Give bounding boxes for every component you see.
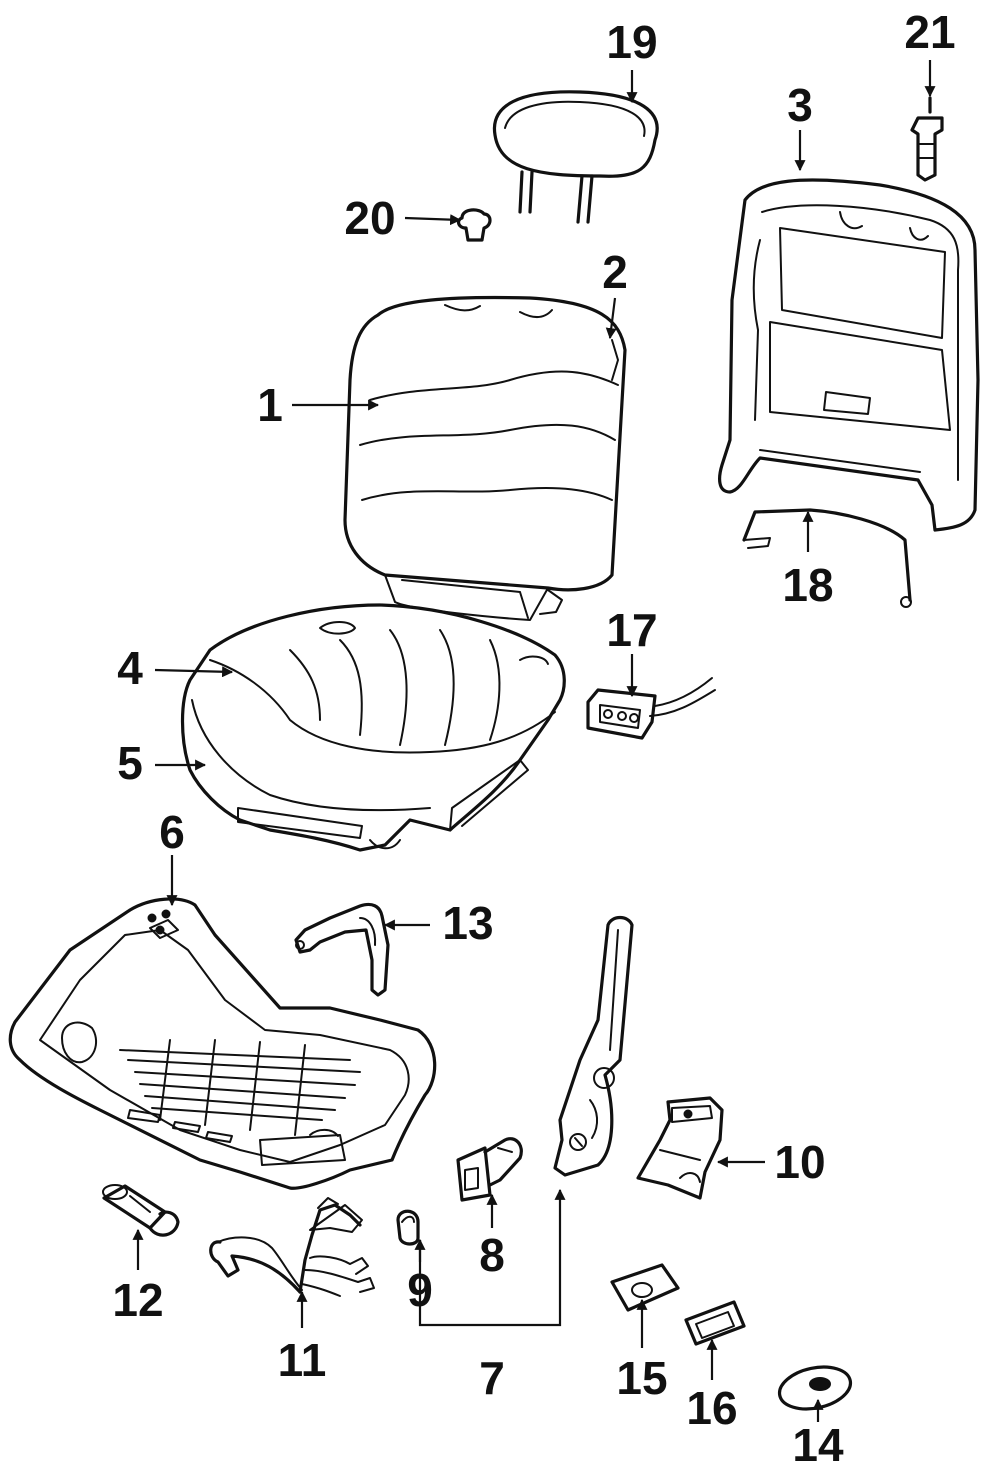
callout-11: 11: [278, 1334, 327, 1386]
part-cable-bracket[interactable]: [294, 902, 390, 997]
part-seat-frame[interactable]: [8, 897, 437, 1190]
callout-13: 13: [442, 897, 493, 949]
part-seatback-cushion[interactable]: [343, 295, 627, 621]
callout-2: 2: [602, 246, 628, 298]
part-sensor[interactable]: [102, 1184, 180, 1237]
callout-7: 7: [479, 1352, 505, 1404]
part-seatback-frame[interactable]: [718, 178, 980, 532]
callout-15: 15: [616, 1352, 667, 1404]
callout-10: 10: [774, 1136, 825, 1188]
part-bushing[interactable]: [396, 1209, 420, 1246]
part-latch[interactable]: [456, 1137, 523, 1202]
callout-8: 8: [479, 1229, 505, 1281]
part-cover-plate[interactable]: [610, 1263, 680, 1312]
callout-12: 12: [112, 1274, 163, 1326]
part-seat-cushion[interactable]: [180, 603, 566, 852]
callout-4: 4: [117, 642, 143, 694]
part-headrest-guide[interactable]: [456, 208, 492, 242]
part-seat-cover[interactable]: [191, 699, 529, 850]
leader-7-9: [418, 1188, 566, 1327]
part-headrest[interactable]: [492, 90, 659, 224]
callout-9: 9: [407, 1264, 433, 1316]
callout-6: 6: [159, 806, 185, 858]
callout-18: 18: [782, 559, 833, 611]
part-push-pin[interactable]: [910, 96, 944, 182]
callout-21: 21: [904, 6, 955, 58]
part-wire-rod[interactable]: [742, 508, 912, 608]
callout-20: 20: [344, 192, 395, 244]
part-wiring-harness[interactable]: [209, 1197, 375, 1297]
part-bracket[interactable]: [636, 1096, 724, 1200]
part-trim-edge[interactable]: [611, 339, 619, 381]
part-recliner[interactable]: [553, 915, 634, 1177]
leaders: [132, 60, 936, 1422]
callout-17: 17: [606, 604, 657, 656]
callout-14: 14: [792, 1419, 844, 1471]
callout-5: 5: [117, 737, 143, 789]
callout-3: 3: [787, 79, 813, 131]
callout-1: 1: [257, 379, 283, 431]
callout-16: 16: [686, 1382, 737, 1434]
part-switch[interactable]: [586, 677, 716, 740]
callout-labels: 19 20 21 3 2 1 18 17 4 5 6 13 10 8 9 12 …: [112, 6, 955, 1471]
part-bezel[interactable]: [684, 1300, 746, 1346]
callout-19: 19: [606, 16, 657, 68]
part-cap[interactable]: [776, 1361, 855, 1415]
